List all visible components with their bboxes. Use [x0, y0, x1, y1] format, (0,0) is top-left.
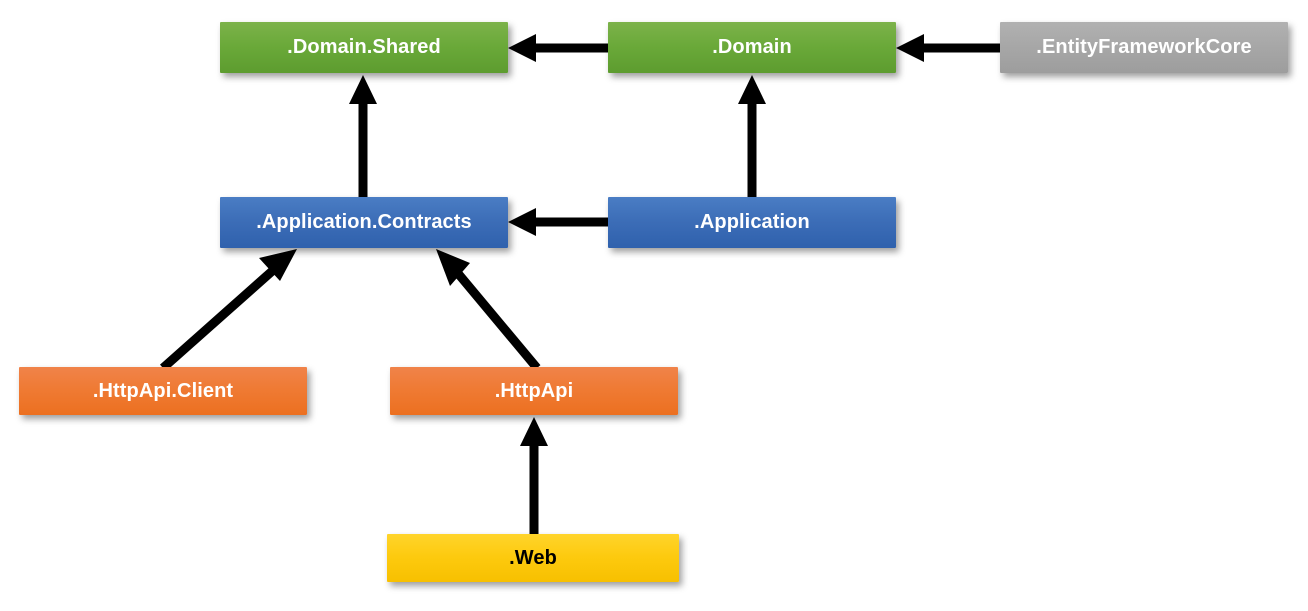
- node-label: .Application: [694, 211, 810, 233]
- node-label: .Domain.Shared: [287, 36, 441, 58]
- node-application-contracts[interactable]: .Application.Contracts: [220, 197, 508, 248]
- node-label: .Domain: [712, 36, 792, 58]
- edge-application-contracts-to-domain-shared: [349, 75, 377, 198]
- node-label: .Application.Contracts: [256, 211, 472, 233]
- node-domain-shared[interactable]: .Domain.Shared: [220, 22, 508, 73]
- node-label: .EntityFrameworkCore: [1036, 36, 1252, 58]
- edge-entityframeworkcore-to-domain: [896, 34, 1000, 62]
- edge-application-to-domain: [738, 75, 766, 198]
- edge-web-to-httpapi: [520, 417, 548, 535]
- edge-httpapi-client-to-application-contracts: [160, 249, 297, 372]
- node-label: .HttpApi.Client: [92, 379, 234, 402]
- node-web[interactable]: .Web: [387, 534, 679, 582]
- edge-domain-to-domain-shared: [508, 34, 608, 62]
- node-label: .HttpApi: [494, 379, 574, 402]
- node-entityframeworkcore[interactable]: .EntityFrameworkCore: [1000, 22, 1288, 73]
- edge-application-to-application-contracts: [508, 208, 608, 236]
- node-label: .Web: [509, 546, 557, 569]
- node-httpapi-client[interactable]: .HttpApi.Client: [19, 367, 307, 415]
- edge-httpapi-to-application-contracts: [436, 249, 541, 371]
- node-httpapi[interactable]: .HttpApi: [390, 367, 678, 415]
- node-application[interactable]: .Application: [608, 197, 896, 248]
- node-domain[interactable]: .Domain: [608, 22, 896, 73]
